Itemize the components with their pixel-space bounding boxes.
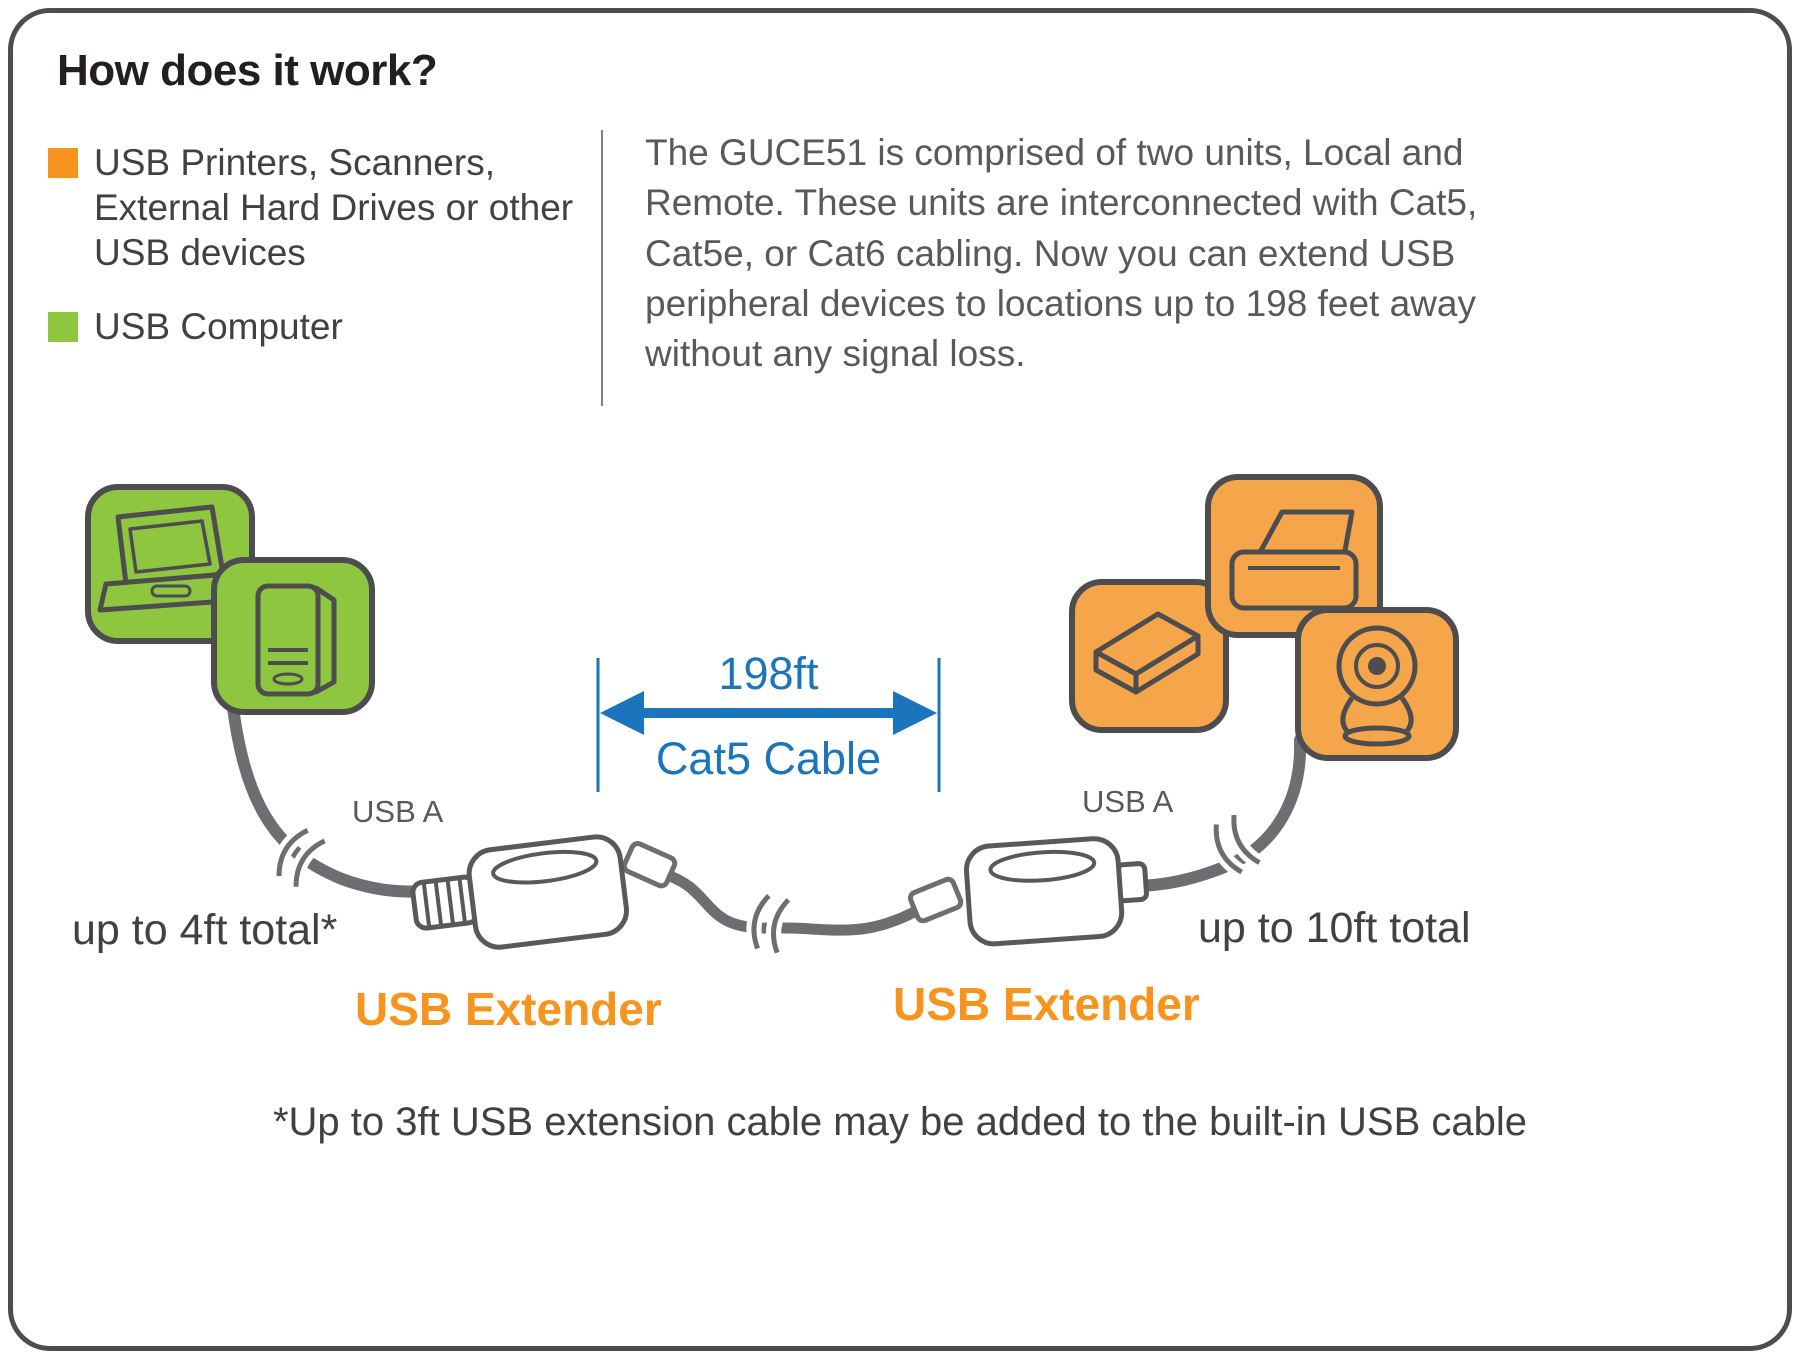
remote-extender-label: USB Extender: [893, 978, 1200, 1030]
remote-port-label: USB A: [1082, 784, 1174, 819]
local-usb-cable: [226, 694, 442, 898]
green-swatch-icon: [48, 312, 78, 342]
cat5-plug-left-icon: [621, 841, 678, 889]
remote-cable-length-label: up to 10ft total: [1198, 904, 1471, 952]
cat5-cable-line: [658, 868, 938, 936]
cable-break-icon: [746, 890, 795, 956]
hard-drive-icon: [1069, 579, 1229, 733]
cat5-plug-right-icon: [907, 876, 964, 924]
local-usb-extender: [410, 834, 629, 950]
printer-icon: [1205, 474, 1383, 638]
legend-label-usb-devices: USB Printers, Scanners, External Hard Dr…: [94, 142, 574, 274]
page-title: How does it work?: [57, 46, 438, 95]
local-cable-length-label: up to 4ft total*: [72, 906, 338, 954]
cable-break-icon: [1208, 814, 1264, 879]
footnote-text: *Up to 3ft USB extension cable may be ad…: [272, 1100, 1528, 1144]
legend-label-usb-computer: USB Computer: [94, 306, 343, 347]
cable-type-label: Cat5 Cable: [655, 733, 882, 784]
orange-swatch-icon: [48, 148, 78, 178]
vertical-divider: [601, 130, 603, 406]
desktop-computer-icon: [211, 557, 375, 715]
product-description: The GUCE51 is comprised of two units, Lo…: [645, 132, 1478, 375]
webcam-icon: [1295, 607, 1459, 761]
cable-break-icon: [271, 823, 329, 888]
legend-item-usb-computer: USB Computer: [48, 304, 588, 349]
distance-arrow: [596, 658, 941, 792]
distance-label: 198ft: [718, 648, 819, 699]
local-port-label: USB A: [352, 794, 444, 829]
remote-usb-extender: [963, 836, 1149, 947]
local-extender-label: USB Extender: [355, 983, 662, 1035]
legend-item-usb-devices: USB Printers, Scanners, External Hard Dr…: [48, 140, 588, 275]
